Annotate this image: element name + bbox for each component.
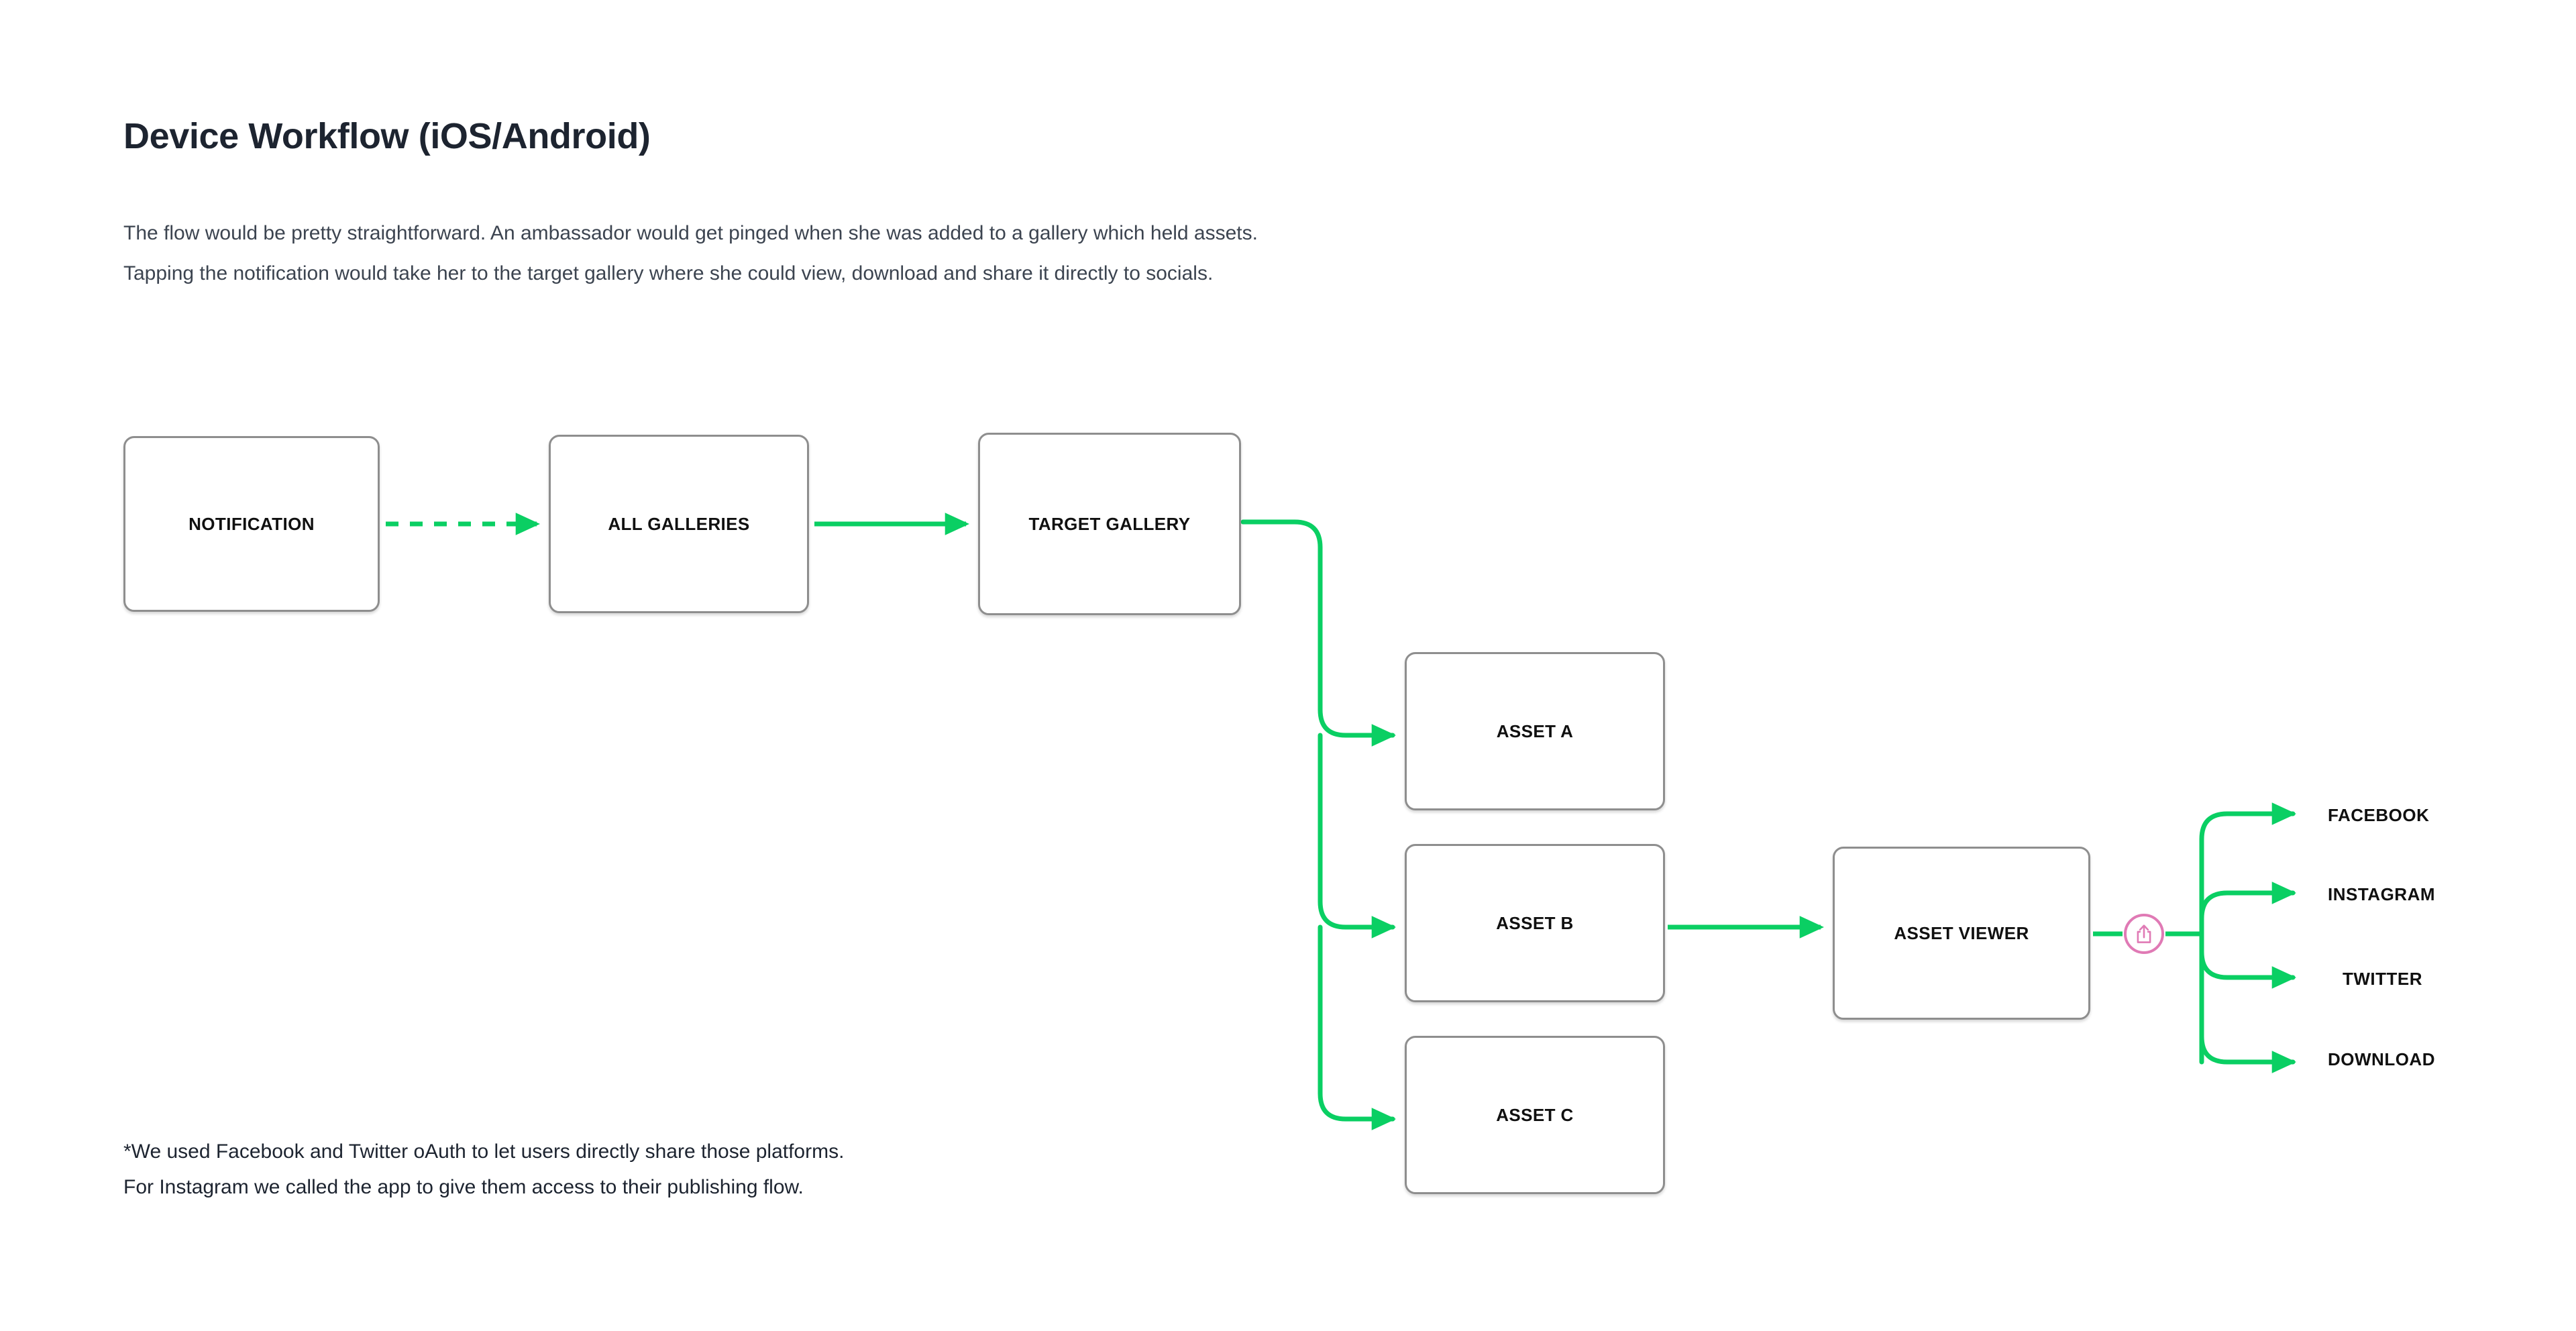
intro-line-2: Tapping the notification would take her …: [123, 262, 1214, 284]
flow-node-asset-b[interactable]: ASSET B: [1405, 844, 1665, 1002]
flow-node-notification[interactable]: NOTIFICATION: [123, 436, 380, 612]
flow-node-target-gallery[interactable]: TARGET GALLERY: [978, 433, 1241, 615]
flow-node-asset-c[interactable]: ASSET C: [1405, 1036, 1665, 1194]
edge-target-gallery-to-asset-a: [1240, 519, 1397, 747]
edge-share-to-facebook: [2199, 802, 2297, 842]
edge-share-to-twitter: [2199, 949, 2297, 989]
footnote: *We used Facebook and Twitter oAuth to l…: [123, 1134, 844, 1205]
page-title: Device Workflow (iOS/Android): [123, 116, 651, 156]
endpoint-label-instagram[interactable]: INSTAGRAM: [2328, 884, 2436, 904]
flow-node-label: TARGET GALLERY: [1028, 513, 1191, 534]
share-glyph: [2137, 924, 2151, 943]
flow-node-label: ASSET B: [1496, 912, 1574, 933]
endpoint-label-facebook[interactable]: FACEBOOK: [2328, 805, 2430, 825]
flow-node-asset-viewer[interactable]: ASSET VIEWER: [1833, 847, 2090, 1020]
flow-node-label: ASSET VIEWER: [1894, 922, 2029, 943]
edge-target-gallery-to-asset-c: [1318, 924, 1397, 1130]
flow-node-label: ALL GALLERIES: [608, 513, 750, 534]
endpoint-label-download[interactable]: DOWNLOAD: [2328, 1049, 2435, 1069]
share-icon[interactable]: [2124, 914, 2164, 954]
intro-paragraph: The flow would be pretty straightforward…: [123, 213, 1258, 294]
edge-share-to-download: [2199, 1034, 2297, 1073]
edge-target-gallery-to-asset-b: [1318, 733, 1397, 939]
endpoint-label-twitter[interactable]: TWITTER: [2343, 969, 2423, 989]
flow-node-label: ASSET C: [1496, 1104, 1574, 1125]
footnote-line-2: For Instagram we called the app to give …: [123, 1176, 804, 1198]
edge-share-to-instagram: [2199, 882, 2297, 921]
intro-line-1: The flow would be pretty straightforward…: [123, 222, 1258, 244]
flow-node-label: NOTIFICATION: [189, 513, 315, 534]
flow-node-label: ASSET A: [1496, 721, 1574, 741]
flow-node-all-galleries[interactable]: ALL GALLERIES: [549, 435, 809, 613]
flow-node-asset-a[interactable]: ASSET A: [1405, 652, 1665, 810]
footnote-line-1: *We used Facebook and Twitter oAuth to l…: [123, 1140, 845, 1163]
